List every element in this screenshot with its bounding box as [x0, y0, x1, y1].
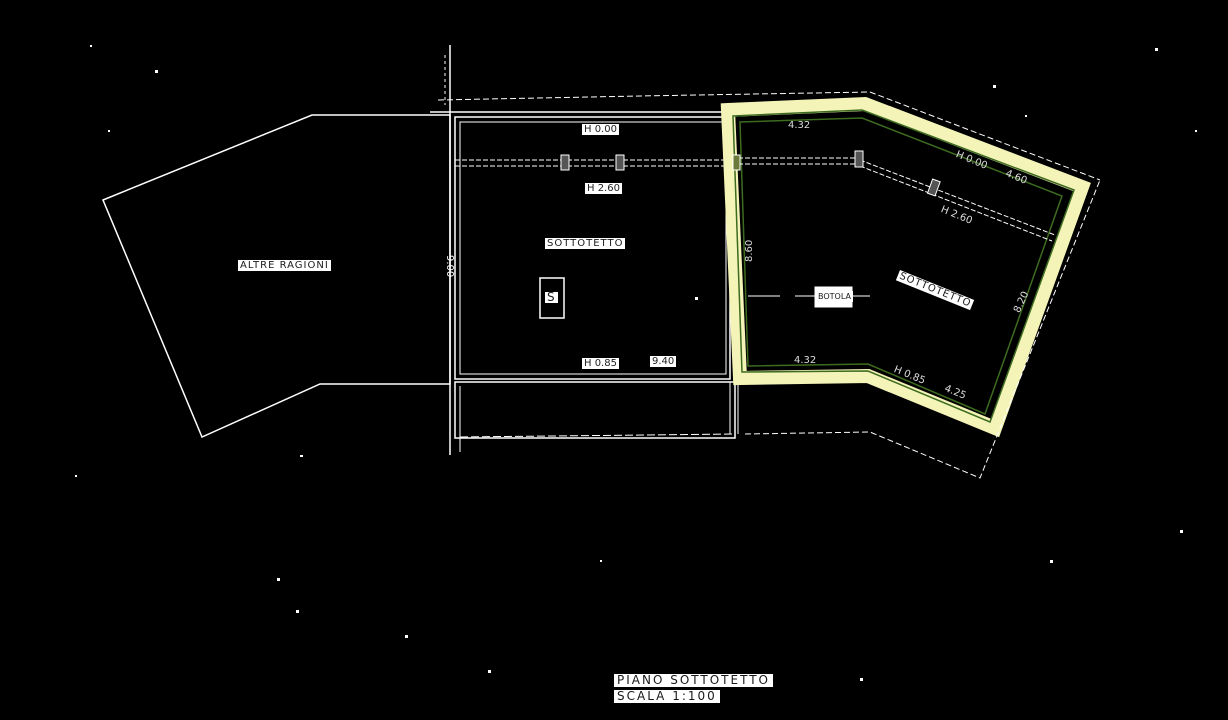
dim-center-side: 9.00: [444, 255, 455, 278]
beam-support-2: [615, 154, 625, 171]
botola-label: BOTOLA: [816, 291, 853, 302]
dim-center-h-bottom: H 0.85: [582, 358, 619, 369]
dim-center-h-beam: H 2.60: [585, 183, 622, 194]
drawing-scale: SCALA 1:100: [614, 690, 720, 703]
drawing-title: PIANO SOTTOTETTO: [614, 674, 773, 687]
stair-symbol-box: [539, 277, 565, 319]
dim-right-bottom-len: 4.32: [794, 355, 817, 366]
dim-right-side-left: 8.60: [744, 239, 755, 262]
scan-noise: [75, 45, 1197, 681]
beam-support-1: [560, 154, 570, 171]
beam-support-5: [926, 178, 941, 197]
altre-ragioni-outline: [102, 114, 451, 438]
center-lower-strip: [454, 381, 736, 439]
room-label-altre-ragioni: ALTRE RAGIONI: [238, 260, 331, 271]
beam-support-4: [854, 150, 864, 168]
stair-symbol: S: [545, 290, 558, 304]
center-room-inner-wall: [459, 121, 727, 375]
dim-center-bottom-len: 9.40: [650, 356, 677, 367]
room-label-sottotetto-center: SOTTOTETTO: [545, 238, 626, 249]
right-room-highlighted-wall: [720, 96, 1091, 438]
outer-boundary-top: [437, 91, 1101, 181]
dim-right-top-len: 4.32: [788, 120, 811, 131]
outer-boundary-bottom: [744, 179, 1101, 479]
beam-support-3: [732, 154, 741, 171]
dim-center-h-top: H 0.00: [582, 124, 619, 135]
